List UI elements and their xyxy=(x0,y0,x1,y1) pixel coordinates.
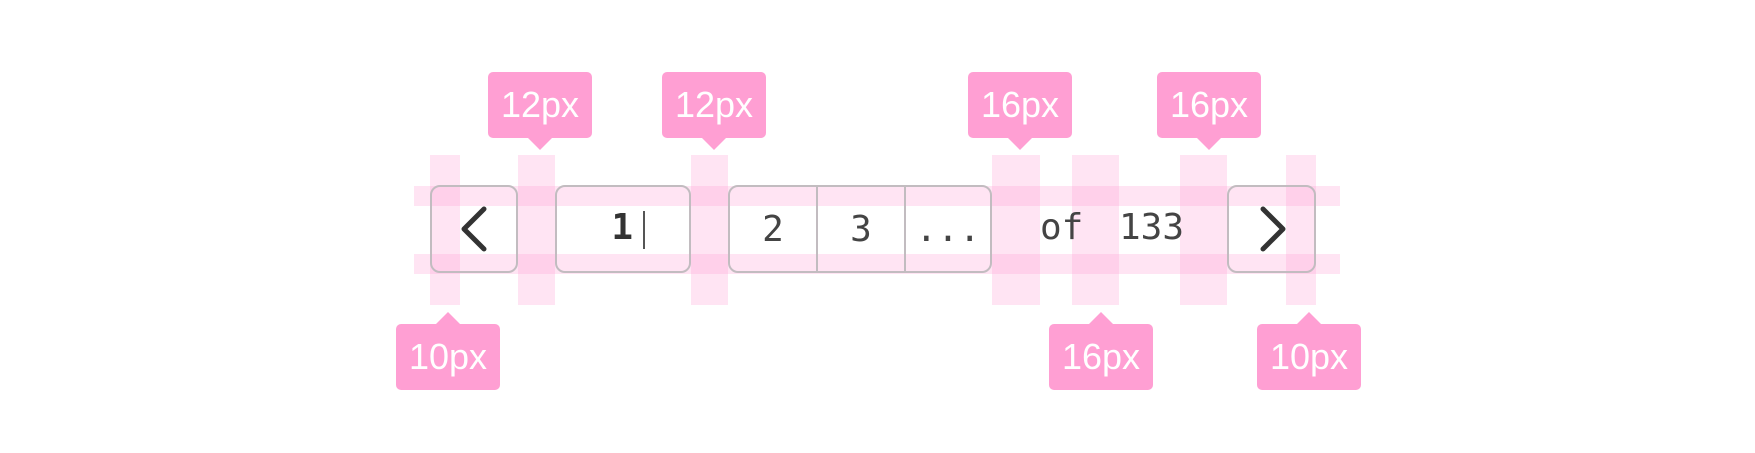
spacing-label: 10px xyxy=(396,312,500,390)
spacing-label: 10px xyxy=(1257,312,1361,390)
guide-band-col-1 xyxy=(430,155,460,305)
spacing-label: 16px xyxy=(1049,312,1153,390)
page-button-ellipsis[interactable]: ... xyxy=(915,208,981,250)
page-divider xyxy=(904,187,906,271)
page-divider xyxy=(816,187,818,271)
page-buttons-group: 2 3 ... xyxy=(728,185,992,273)
guide-band-col-7 xyxy=(1286,155,1316,305)
guide-band-col-5 xyxy=(1072,155,1119,305)
current-page-input[interactable]: 1 xyxy=(555,185,691,273)
chevron-left-icon xyxy=(461,206,487,252)
next-page-button[interactable] xyxy=(1227,185,1316,273)
spacing-label: 16px xyxy=(968,72,1072,150)
guide-band-row-bottom xyxy=(414,254,1340,274)
spacing-label: 12px xyxy=(488,72,592,150)
total-pages: 133 xyxy=(1119,207,1185,248)
of-label: of xyxy=(1040,207,1084,248)
page-button-3[interactable]: 3 xyxy=(850,208,872,250)
text-cursor xyxy=(643,211,645,249)
guide-band-row-top xyxy=(414,186,1340,206)
spacing-label: 16px xyxy=(1157,72,1261,150)
prev-page-button[interactable] xyxy=(430,185,518,273)
guide-band-col-6 xyxy=(1180,155,1227,305)
guide-band-col-2 xyxy=(518,155,555,305)
spacing-label: 12px xyxy=(662,72,766,150)
chevron-right-icon xyxy=(1260,206,1286,252)
guide-band-col-3 xyxy=(691,155,728,305)
current-page-value: 1 xyxy=(611,207,633,248)
guide-band-col-4 xyxy=(992,155,1040,305)
page-button-2[interactable]: 2 xyxy=(762,208,784,250)
